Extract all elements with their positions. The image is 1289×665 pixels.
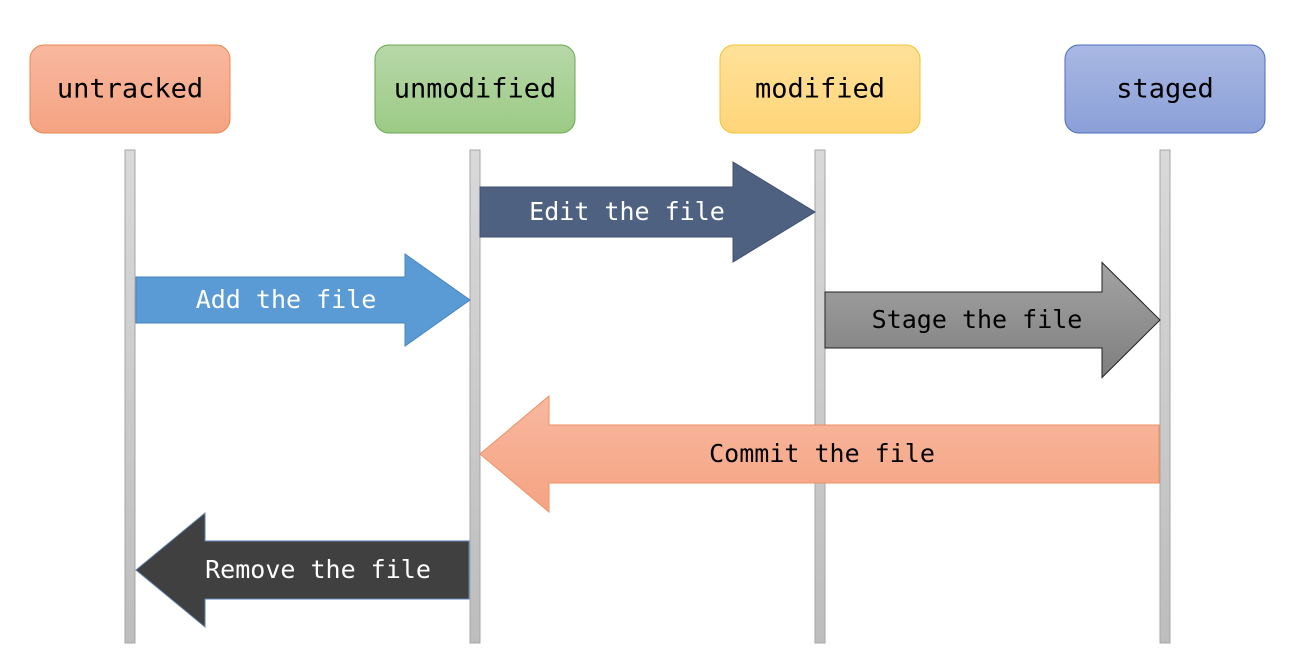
state-unmodified: unmodified (374, 44, 576, 134)
state-staged: staged (1064, 44, 1266, 134)
state-modified: modified (719, 44, 921, 134)
arrow-shape-add (135, 253, 471, 347)
state-label-unmodified: unmodified (394, 74, 557, 105)
arrow-label-commit: Commit the file (709, 439, 935, 468)
arrow-label-edit: Edit the file (529, 197, 725, 226)
state-untracked: untracked (29, 44, 231, 134)
arrow-commit: Commit the file (479, 394, 1160, 514)
lifelines (124, 149, 1171, 644)
arrow-stage: Stage the file (824, 261, 1161, 379)
state-box-staged (1064, 44, 1266, 134)
state-boxes: untracked unmodified modified staged (29, 44, 1266, 134)
arrow-shape-edit (479, 161, 816, 263)
state-box-unmodified (374, 44, 576, 134)
lifeline-untracked (124, 149, 136, 644)
arrow-edit: Edit the file (479, 161, 816, 263)
arrow-label-stage: Stage the file (872, 305, 1083, 334)
arrow-remove: Remove the file (135, 511, 470, 629)
lifeline-modified (814, 149, 826, 644)
arrow-shape-stage (824, 261, 1161, 379)
state-label-untracked: untracked (57, 74, 203, 105)
arrow-add: Add the file (135, 253, 471, 347)
arrow-label-remove: Remove the file (205, 555, 431, 584)
state-box-modified (719, 44, 921, 134)
state-label-modified: modified (755, 74, 885, 105)
state-box-untracked (29, 44, 231, 134)
lifeline-unmodified (469, 149, 481, 644)
arrow-label-add: Add the file (196, 285, 377, 314)
arrow-shape-commit (479, 394, 1160, 514)
arrow-shape-remove (135, 511, 470, 629)
lifeline-staged (1159, 149, 1171, 644)
state-label-staged: staged (1116, 74, 1214, 105)
